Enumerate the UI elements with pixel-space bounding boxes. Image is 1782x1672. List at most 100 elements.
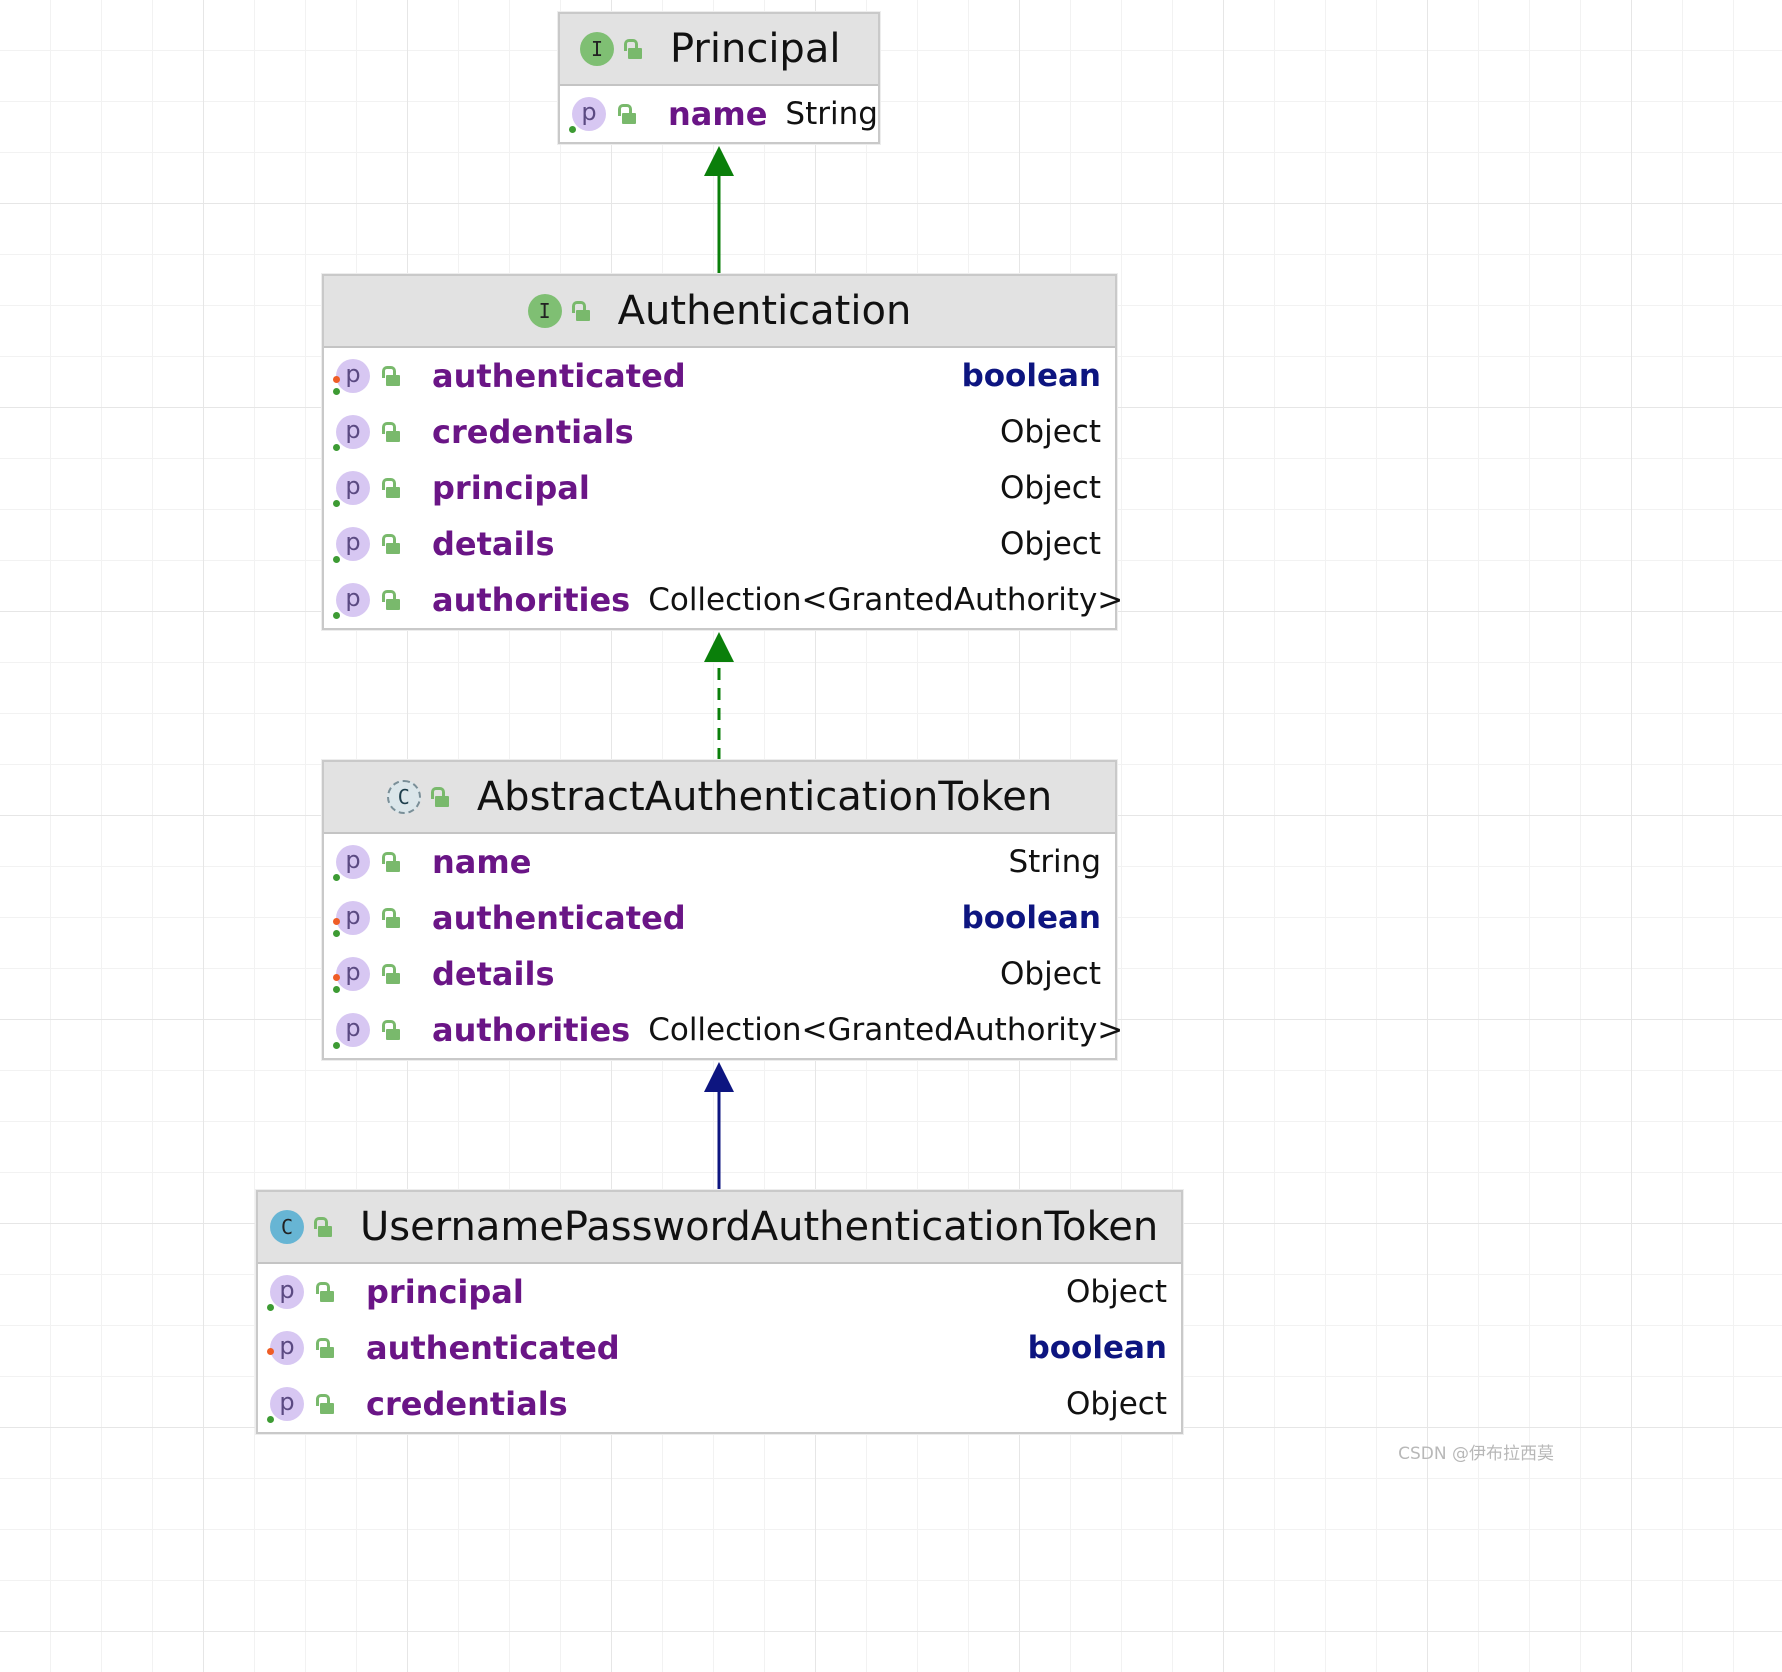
node-title: UsernamePasswordAuthenticationToken: [360, 1204, 1159, 1250]
member-row-credentials[interactable]: p credentials Object: [258, 1376, 1181, 1432]
member-name: principal: [432, 469, 590, 507]
accessor-marker-icon: [333, 556, 340, 563]
override-marker-icon: [333, 918, 340, 925]
node-header[interactable]: C UsernamePasswordAuthenticationToken: [258, 1192, 1181, 1264]
member-type: boolean: [1027, 1330, 1167, 1366]
property-icon-letter: p: [345, 902, 361, 930]
public-lock-icon: [380, 421, 402, 443]
accessor-marker-icon: [267, 1304, 274, 1311]
member-row-principal[interactable]: p principal Object: [258, 1264, 1181, 1320]
public-lock-icon: [314, 1281, 336, 1303]
property-icon-letter: p: [581, 98, 597, 126]
member-name: principal: [366, 1273, 524, 1311]
member-type: Collection<GrantedAuthority>: [648, 582, 1124, 618]
accessor-marker-icon: [569, 126, 576, 133]
class-node-abstract-authentication-token[interactable]: C AbstractAuthenticationToken p name Strin…: [322, 760, 1123, 1060]
node-title: Principal: [670, 26, 841, 72]
property-icon-letter: p: [345, 416, 361, 444]
arrowhead-principal: [704, 146, 734, 176]
abstract-class-icon: C: [386, 780, 421, 814]
property-icon: p: [333, 359, 370, 395]
node-header[interactable]: I Principal: [560, 14, 878, 86]
override-marker-icon: [333, 376, 340, 383]
public-lock-icon: [380, 907, 402, 929]
public-lock-icon: [616, 103, 638, 125]
member-type: String: [785, 96, 878, 132]
accessor-marker-icon: [333, 500, 340, 507]
member-row-authorities[interactable]: p authorities Collection<GrantedAuthority>: [324, 1002, 1123, 1058]
accessor-marker-icon: [333, 874, 340, 881]
member-name: name: [432, 843, 532, 881]
property-icon-letter: p: [345, 528, 361, 556]
property-icon: p: [333, 1013, 370, 1049]
member-type: boolean: [961, 900, 1101, 936]
property-icon: p: [569, 97, 606, 133]
property-icon-letter: p: [279, 1332, 295, 1360]
property-icon: p: [333, 415, 370, 451]
property-icon: p: [267, 1331, 304, 1365]
member-row-name[interactable]: p name String: [324, 834, 1115, 890]
interface-icon: I: [580, 32, 614, 66]
member-type: Collection<GrantedAuthority>: [648, 1012, 1124, 1048]
member-name: authorities: [432, 1011, 631, 1049]
property-icon-letter: p: [345, 584, 361, 612]
member-name: authenticated: [366, 1329, 620, 1367]
property-icon: p: [333, 471, 370, 507]
accessor-marker-icon: [333, 930, 340, 937]
member-row-principal[interactable]: p principal Object: [324, 460, 1115, 516]
node-header[interactable]: I Authentication: [324, 276, 1115, 348]
member-name: credentials: [432, 413, 634, 451]
property-icon: p: [333, 527, 370, 563]
member-type: String: [1008, 844, 1101, 880]
member-name: details: [432, 955, 555, 993]
arrowhead-abstract-token: [704, 1062, 734, 1092]
watermark: CSDN @伊布拉西莫: [1398, 1444, 1554, 1464]
property-icon-letter: p: [345, 846, 361, 874]
public-lock-icon: [380, 851, 402, 873]
member-list: p name String p authenticated boolean p details…: [324, 834, 1123, 1058]
public-lock-icon: [312, 1216, 334, 1238]
public-lock-icon: [380, 533, 402, 555]
property-icon-letter: p: [345, 472, 361, 500]
member-type: Object: [1000, 414, 1101, 450]
property-icon-letter: p: [279, 1388, 295, 1416]
accessor-marker-icon: [267, 1416, 274, 1423]
node-title: AbstractAuthenticationToken: [476, 774, 1053, 820]
class-icon: C: [270, 1210, 304, 1244]
property-icon: p: [267, 1387, 304, 1423]
property-icon-letter: p: [345, 1014, 361, 1042]
member-type: Object: [1066, 1274, 1167, 1310]
member-row-authenticated[interactable]: p authenticated boolean: [324, 890, 1115, 946]
member-name: authenticated: [432, 899, 686, 937]
property-icon: p: [333, 901, 370, 937]
property-icon: p: [333, 957, 370, 993]
public-lock-icon: [380, 1019, 402, 1041]
node-header[interactable]: C AbstractAuthenticationToken: [324, 762, 1115, 834]
member-row-credentials[interactable]: p credentials Object: [324, 404, 1115, 460]
public-lock-icon: [570, 300, 592, 322]
accessor-marker-icon: [333, 986, 340, 993]
property-icon-letter: p: [279, 1276, 295, 1304]
member-type: Object: [1066, 1386, 1167, 1422]
node-title: Authentication: [617, 288, 912, 334]
accessor-marker-icon: [333, 1042, 340, 1049]
public-lock-icon: [380, 477, 402, 499]
member-name: details: [432, 525, 555, 563]
public-lock-icon: [622, 38, 644, 60]
member-row-authenticated[interactable]: p authenticated boolean: [258, 1320, 1181, 1376]
member-name: credentials: [366, 1385, 568, 1423]
interface-icon: I: [527, 294, 562, 328]
member-type: Object: [1000, 470, 1101, 506]
property-icon-letter: p: [345, 360, 361, 388]
property-icon-letter: p: [345, 958, 361, 986]
